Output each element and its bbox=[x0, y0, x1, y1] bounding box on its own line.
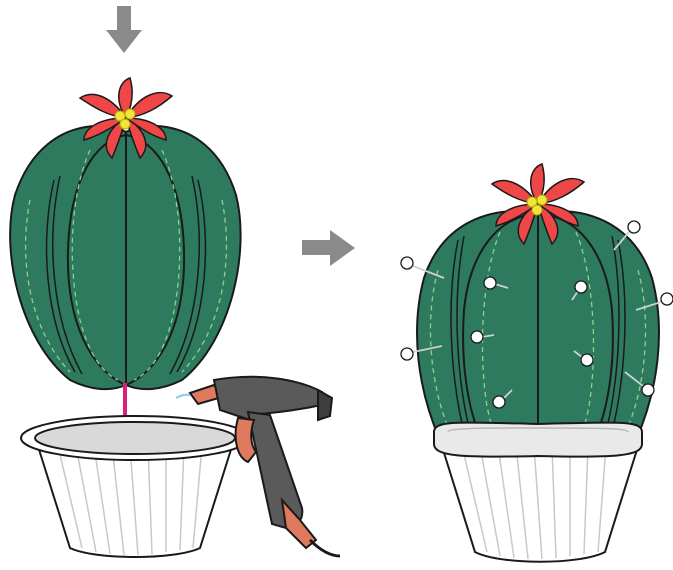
pot-right bbox=[434, 422, 642, 561]
cactus-felt-left bbox=[10, 126, 240, 389]
cactus-felt-right bbox=[417, 211, 659, 447]
right-arrow-icon bbox=[302, 230, 355, 266]
down-arrow-icon bbox=[106, 6, 142, 53]
pot-left bbox=[21, 416, 249, 557]
